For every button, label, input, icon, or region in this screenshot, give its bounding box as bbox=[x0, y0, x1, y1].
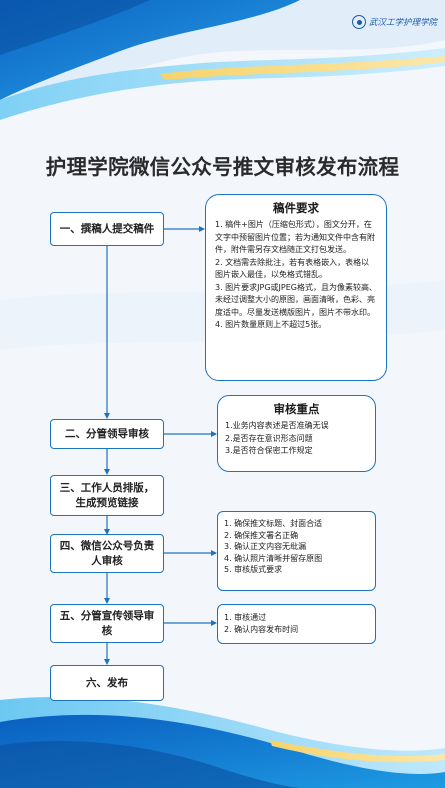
requirements-title: 稿件要求 bbox=[273, 201, 319, 215]
school-logo: 武汉工学护理学院 bbox=[352, 13, 438, 31]
step-label: 六、发布 bbox=[86, 676, 128, 689]
officer-check-item: 3. 确认正文内容无纰漏 bbox=[224, 542, 307, 551]
review-points-title: 审核重点 bbox=[273, 402, 320, 416]
logo-text: 武汉工学护理学院 bbox=[369, 18, 438, 28]
step-6-publish: 六、发布 bbox=[50, 665, 164, 701]
review-points-note: 审核重点 1.业务内容表述是否准确无误 2.是否存在意识形态问题 3.是否符合保… bbox=[217, 395, 376, 472]
review-point-item: 3.是否符合保密工作规定 bbox=[225, 446, 313, 455]
requirement-item: 3. 图片要求JPG或JPEG格式，且为像素较高、未经过调整大小的原图，画面清晰… bbox=[215, 282, 377, 317]
step-3-layout-preview: 三、工作人员排版，生成预览链接 bbox=[50, 475, 164, 516]
requirement-item: 4. 图片数量原则上不超过5张。 bbox=[215, 320, 327, 329]
officer-check-item: 4. 确认照片清晰并留存原图 bbox=[224, 553, 323, 563]
officer-check-item: 5. 审核版式要求 bbox=[224, 565, 283, 574]
officer-checks-note: 1. 确保推文标题、封面合适 2. 确保推文署名正确 3. 确认正文内容无纰漏 … bbox=[217, 511, 376, 591]
review-point-item: 2.是否存在意识形态问题 bbox=[225, 433, 313, 443]
review-point-item: 1.业务内容表述是否准确无误 bbox=[225, 421, 329, 430]
page-title: 护理学院微信公众号推文审核发布流程 bbox=[45, 155, 400, 179]
step-label: 五、分管宣传领导审核 bbox=[59, 609, 155, 637]
requirements-note: 稿件要求 1. 稿件+图片（压缩包形式），图文分开，在文字中预留图片位置；若为通… bbox=[205, 194, 387, 381]
requirement-item: 2. 文档需去除批注，若有表格嵌入，表格以图片嵌入最佳，以免格式错乱。 bbox=[215, 257, 370, 280]
final-checks-note: 1. 审核通过 2. 确认内容发布时间 bbox=[217, 604, 376, 644]
step-label: 二、分管领导审核 bbox=[65, 427, 149, 440]
final-check-item: 2. 确认内容发布时间 bbox=[224, 624, 299, 634]
school-emblem-icon bbox=[352, 15, 366, 29]
step-2-leader-review: 二、分管领导审核 bbox=[50, 419, 164, 449]
step-label: 四、微信公众号负责人审核 bbox=[59, 539, 155, 567]
step-5-publicity-leader-review: 五、分管宣传领导审核 bbox=[50, 604, 164, 643]
officer-check-item: 2. 确保推文署名正确 bbox=[224, 530, 299, 540]
step-4-account-manager-review: 四、微信公众号负责人审核 bbox=[50, 534, 164, 573]
step-1-submit: 一、撰稿人提交稿件 bbox=[50, 212, 164, 246]
officer-check-item: 1. 确保推文标题、封面合适 bbox=[224, 519, 323, 528]
step-label: 一、撰稿人提交稿件 bbox=[59, 222, 155, 235]
step-label: 三、工作人员排版，生成预览链接 bbox=[59, 481, 155, 509]
requirement-item: 1. 稿件+图片（压缩包形式），图文分开，在文字中预留图片位置；若为通知文件中含… bbox=[215, 220, 375, 254]
final-check-item: 1. 审核通过 bbox=[224, 613, 267, 622]
